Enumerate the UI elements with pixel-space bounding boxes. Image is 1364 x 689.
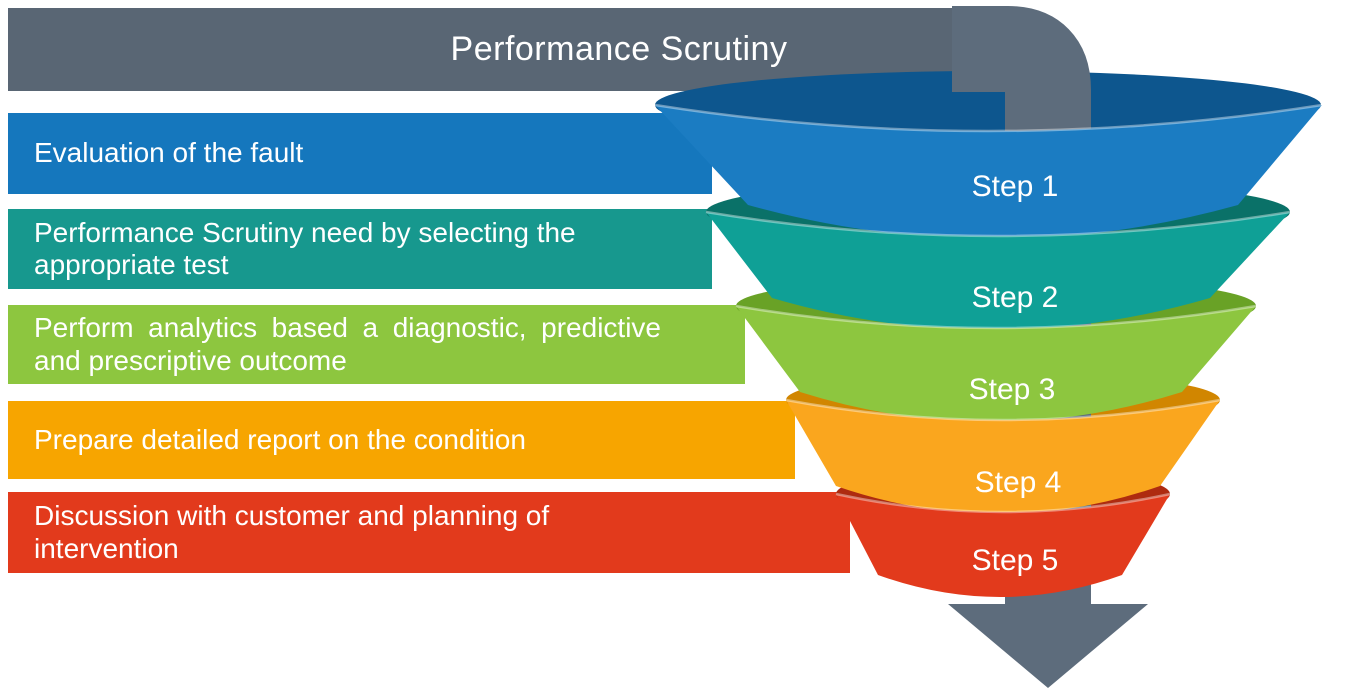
step-bar-4: Prepare detailed report on the condition — [8, 401, 795, 479]
step-bar-2: Performance Scrutiny need by selecting t… — [8, 209, 712, 289]
funnel-slice-1-rim — [654, 103, 1323, 133]
funnel-slice-3-rim — [735, 304, 1257, 330]
funnel-slice-5-rim — [835, 492, 1171, 514]
step-1-label: Step 1 — [972, 170, 1059, 203]
funnel-slice-5 — [836, 494, 1170, 597]
step-bar-5-label: Discussion with customer and planning of… — [34, 500, 550, 564]
funnel-slice-1 — [655, 105, 1322, 239]
funnel-slice-2-rim — [705, 210, 1291, 238]
step-bar-5: Discussion with customer and planning of… — [8, 492, 850, 573]
step-4-label: Step 4 — [975, 466, 1062, 499]
down-arrow-head-icon — [948, 604, 1148, 688]
funnel-slice-2 — [706, 212, 1290, 330]
title-bar: Performance Scrutiny — [8, 8, 975, 91]
down-arrow-shaft — [952, 6, 1091, 614]
step-bar-3: Perform analytics based a diagnostic, pr… — [8, 305, 745, 384]
step-bar-1-label: Evaluation of the fault — [34, 137, 304, 169]
step-bar-1: Evaluation of the fault — [8, 113, 712, 194]
step-bar-2-label: Performance Scrutiny need by selecting t… — [34, 216, 576, 280]
funnel-slice-4 — [786, 400, 1220, 514]
step-2-label: Step 2 — [972, 281, 1059, 314]
funnel-mouth-1 — [655, 71, 1321, 139]
funnel-slice-3 — [736, 306, 1256, 422]
step-bar-3-label: Perform analytics based a diagnostic, pr… — [34, 312, 661, 376]
step-bar-4-label: Prepare detailed report on the condition — [34, 423, 526, 455]
funnel-slice-4-rim — [785, 398, 1221, 422]
step-3-label: Step 3 — [969, 373, 1056, 406]
diagram-title: Performance Scrutiny — [450, 30, 788, 68]
step-5-label: Step 5 — [972, 544, 1059, 577]
